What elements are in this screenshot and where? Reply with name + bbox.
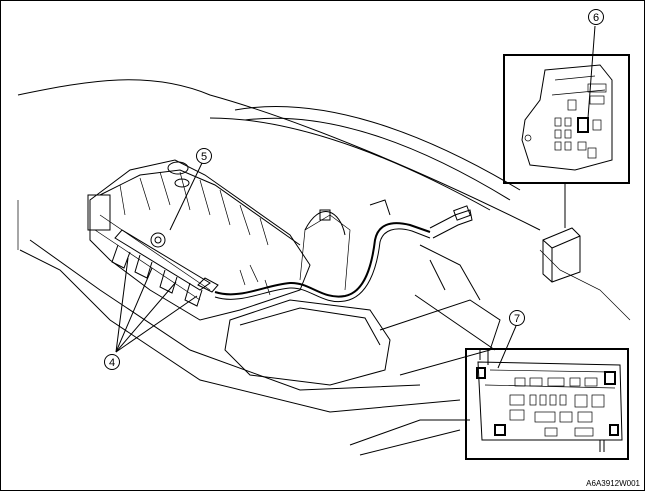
ecu-module [542, 227, 581, 283]
callout-4: 4 [104, 354, 120, 370]
inset-fuse-block [503, 54, 630, 228]
leader-lines [115, 25, 596, 369]
callout-6: 6 [588, 9, 604, 25]
air-cleaner [224, 199, 501, 386]
callout-label-6: 6 [593, 12, 599, 24]
fuel-rail [111, 229, 219, 307]
callout-label-7: 7 [514, 313, 520, 325]
figure-code: A6A3912W001 [586, 479, 640, 488]
injector-harness [214, 205, 473, 303]
callout-label-5: 5 [201, 151, 207, 163]
callout-label-4: 4 [109, 357, 115, 369]
engine-block [87, 159, 311, 321]
body-outline [17, 79, 631, 456]
inset-relay-box [414, 294, 629, 460]
callout-5: 5 [196, 148, 212, 164]
callout-7: 7 [509, 310, 525, 326]
